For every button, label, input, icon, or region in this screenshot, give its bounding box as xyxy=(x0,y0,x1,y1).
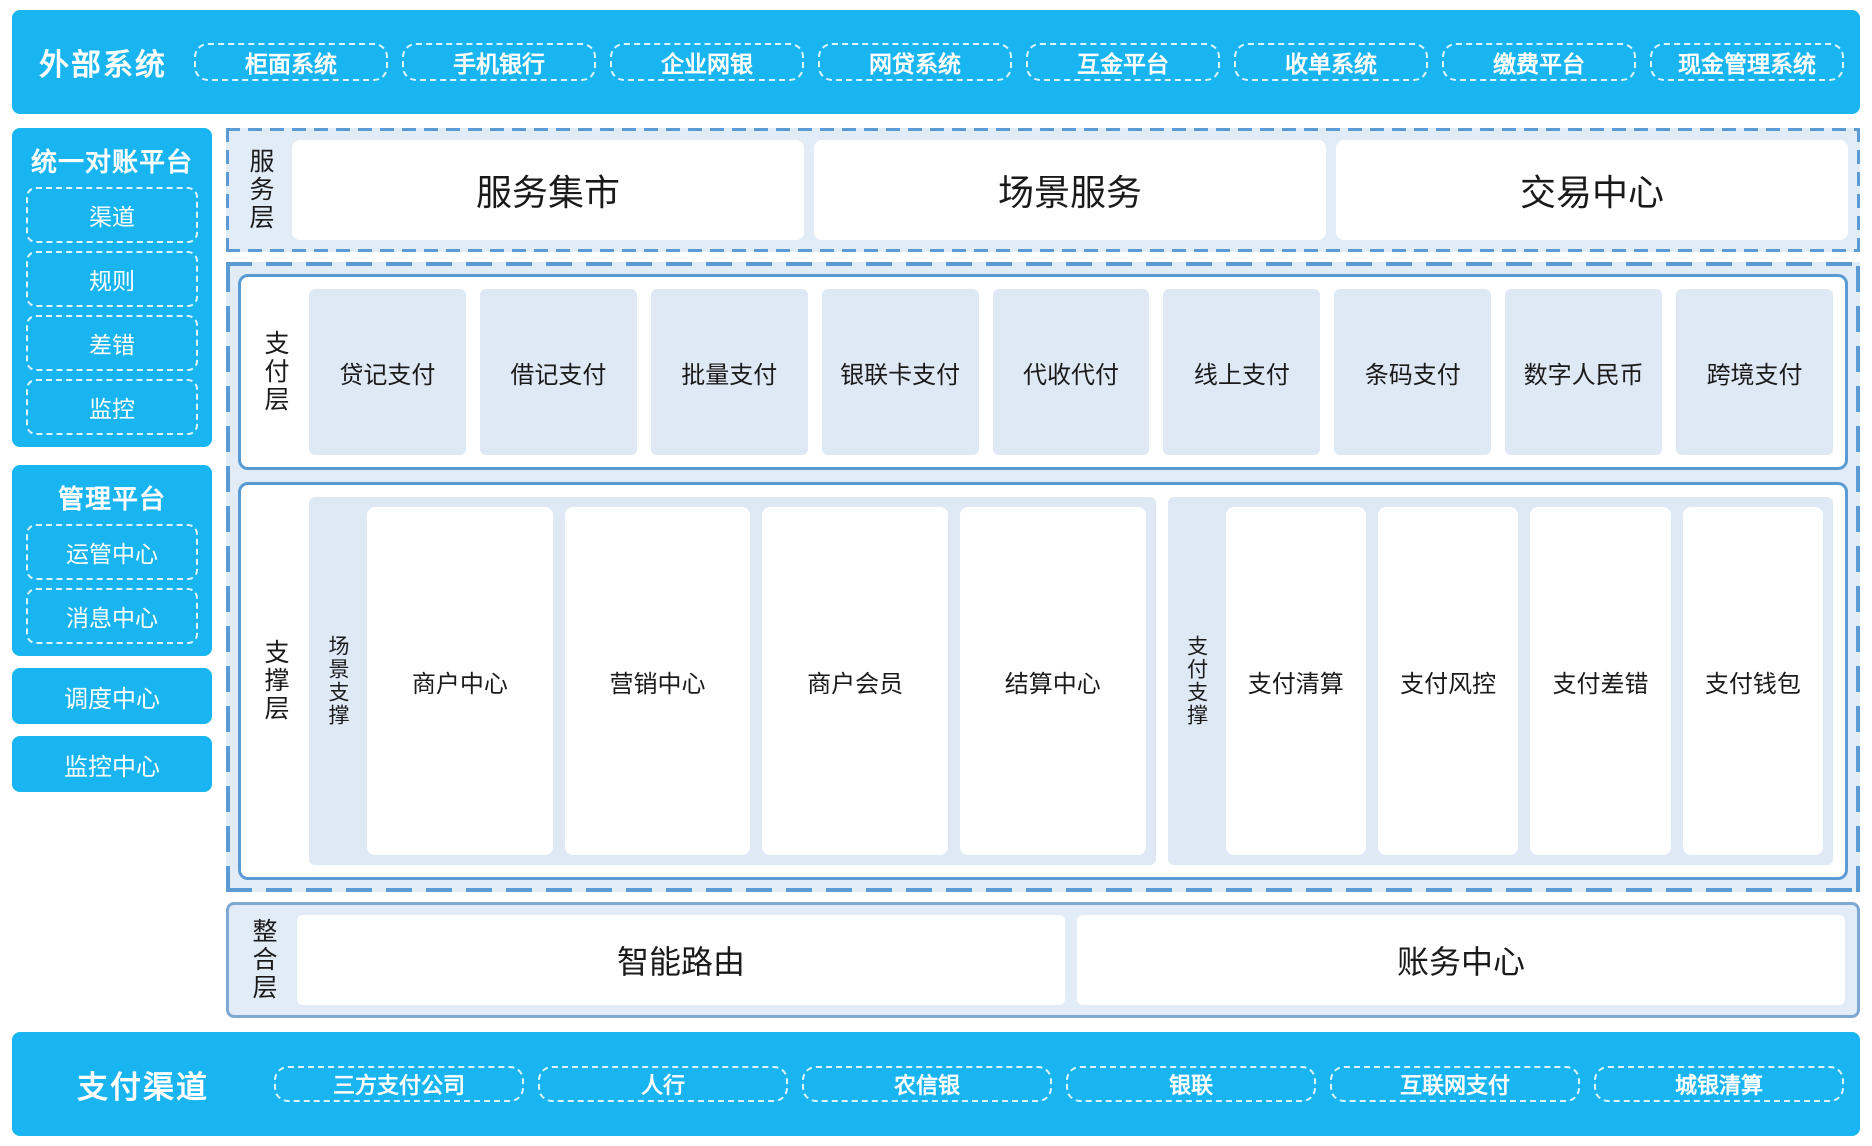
integration-card-smart-routing[interactable]: 智能路由 xyxy=(297,915,1065,1005)
payment-channel-chip[interactable]: 城银清算 xyxy=(1594,1066,1844,1102)
scene-support-group: 场景支撑 商户中心 营销中心 商户会员 结算中心 xyxy=(309,497,1156,865)
payment-support-section: 支付层 贷记支付 借记支付 批量支付 银联卡支付 代收代付 线上支付 条码支付 … xyxy=(226,262,1860,892)
payment-support-label: 支付支撑 xyxy=(1184,635,1208,727)
external-system-chip[interactable]: 柜面系统 xyxy=(194,43,388,81)
left-sidebar: 统一对账平台 渠道 规则 差错 监控 管理平台 运管中心 消息中心 调度中心 监… xyxy=(12,128,212,1018)
support-layer-panel: 支撑层 场景支撑 商户中心 营销中心 商户会员 结算中心 支付支撑 支付清算 支… xyxy=(238,482,1848,880)
reconciliation-title: 统一对账平台 xyxy=(30,147,193,177)
integration-layer-section: 整合层 智能路由 账务中心 xyxy=(226,902,1860,1018)
external-systems-items: 柜面系统 手机银行 企业网银 网贷系统 互金平台 收单系统 缴费平台 现金管理系… xyxy=(194,43,1844,81)
sidebar-item-monitoring-center[interactable]: 监控中心 xyxy=(12,736,212,792)
payment-channel-chip[interactable]: 农信银 xyxy=(802,1066,1052,1102)
external-system-chip[interactable]: 企业网银 xyxy=(610,43,804,81)
payment-tile-digital-rmb[interactable]: 数字人民币 xyxy=(1505,289,1663,455)
payment-channels-items: 三方支付公司 人行 农信银 银联 互联网支付 城银清算 xyxy=(274,1066,1844,1102)
sidebar-item-scheduling-center[interactable]: 调度中心 xyxy=(12,668,212,724)
middle-area: 统一对账平台 渠道 规则 差错 监控 管理平台 运管中心 消息中心 调度中心 监… xyxy=(12,128,1860,1018)
service-card-marketplace[interactable]: 服务集市 xyxy=(292,140,804,240)
sidebar-item-error[interactable]: 差错 xyxy=(26,315,198,371)
payment-tile-online[interactable]: 线上支付 xyxy=(1163,289,1321,455)
support-tile-settlement-center[interactable]: 结算中心 xyxy=(959,507,1146,855)
payment-tile-credit[interactable]: 贷记支付 xyxy=(309,289,466,455)
external-system-chip[interactable]: 手机银行 xyxy=(402,43,596,81)
payment-channels-band: 支付渠道 三方支付公司 人行 农信银 银联 互联网支付 城银清算 xyxy=(12,1032,1860,1136)
service-layer-label: 服务层 xyxy=(246,148,274,232)
payment-tile-cross-border[interactable]: 跨境支付 xyxy=(1676,289,1834,455)
integration-layer-label: 整合层 xyxy=(249,918,277,1002)
sidebar-item-monitor[interactable]: 监控 xyxy=(26,379,198,435)
external-systems-band: 外部系统 柜面系统 手机银行 企业网银 网贷系统 互金平台 收单系统 缴费平台 … xyxy=(12,10,1860,114)
external-system-chip[interactable]: 缴费平台 xyxy=(1442,43,1636,81)
support-tile-merchant-member[interactable]: 商户会员 xyxy=(762,507,948,855)
support-tile-payment-error[interactable]: 支付差错 xyxy=(1530,507,1671,855)
sidebar-group-reconciliation: 统一对账平台 渠道 规则 差错 监控 xyxy=(12,128,212,447)
service-card-scenario[interactable]: 场景服务 xyxy=(814,140,1326,240)
payment-channel-chip[interactable]: 人行 xyxy=(538,1066,788,1102)
support-tile-payment-clearing[interactable]: 支付清算 xyxy=(1225,507,1366,855)
payment-tile-barcode[interactable]: 条码支付 xyxy=(1334,289,1492,455)
payment-tile-unionpay-card[interactable]: 银联卡支付 xyxy=(821,289,979,455)
payment-support-group: 支付支撑 支付清算 支付风控 支付差错 支付钱包 xyxy=(1167,497,1833,865)
sidebar-item-channel[interactable]: 渠道 xyxy=(26,187,198,243)
support-tile-merchant-center[interactable]: 商户中心 xyxy=(367,507,553,855)
support-layer-label: 支撑层 xyxy=(261,639,289,723)
sidebar-item-operations-center[interactable]: 运管中心 xyxy=(26,524,198,580)
payment-channel-chip[interactable]: 三方支付公司 xyxy=(274,1066,524,1102)
external-systems-title: 外部系统 xyxy=(39,49,167,82)
content-column: 服务层 服务集市 场景服务 交易中心 支付层 贷记支付 借记支付 批量支付 银联… xyxy=(226,128,1860,1018)
support-tile-payment-wallet[interactable]: 支付钱包 xyxy=(1682,507,1823,855)
payment-channels-title: 支付渠道 xyxy=(77,1069,209,1105)
support-tile-marketing-center[interactable]: 营销中心 xyxy=(564,507,751,855)
external-system-chip[interactable]: 收单系统 xyxy=(1234,43,1428,81)
payment-layer-label: 支付层 xyxy=(261,330,289,414)
sidebar-group-management: 管理平台 运管中心 消息中心 xyxy=(12,465,212,656)
payment-channel-chip[interactable]: 互联网支付 xyxy=(1330,1066,1580,1102)
management-title: 管理平台 xyxy=(57,484,166,514)
external-system-chip[interactable]: 网贷系统 xyxy=(818,43,1012,81)
payment-layer-tiles: 贷记支付 借记支付 批量支付 银联卡支付 代收代付 线上支付 条码支付 数字人民… xyxy=(309,289,1834,455)
sidebar-item-message-center[interactable]: 消息中心 xyxy=(26,588,198,644)
payment-tile-batch[interactable]: 批量支付 xyxy=(650,289,808,455)
external-system-chip[interactable]: 互金平台 xyxy=(1026,43,1220,81)
scene-support-label: 场景支撑 xyxy=(326,635,349,727)
integration-card-accounting-center[interactable]: 账务中心 xyxy=(1077,915,1845,1005)
payment-channel-chip[interactable]: 银联 xyxy=(1066,1066,1316,1102)
sidebar-item-rule[interactable]: 规则 xyxy=(26,251,198,307)
external-system-chip[interactable]: 现金管理系统 xyxy=(1650,43,1844,81)
service-card-transaction-center[interactable]: 交易中心 xyxy=(1336,140,1848,240)
service-layer-section: 服务层 服务集市 场景服务 交易中心 xyxy=(226,128,1860,252)
payment-tile-collection-payment[interactable]: 代收代付 xyxy=(992,289,1150,455)
support-tile-payment-risk[interactable]: 支付风控 xyxy=(1377,507,1519,855)
payment-layer-panel: 支付层 贷记支付 借记支付 批量支付 银联卡支付 代收代付 线上支付 条码支付 … xyxy=(238,274,1848,470)
payment-tile-debit[interactable]: 借记支付 xyxy=(479,289,637,455)
